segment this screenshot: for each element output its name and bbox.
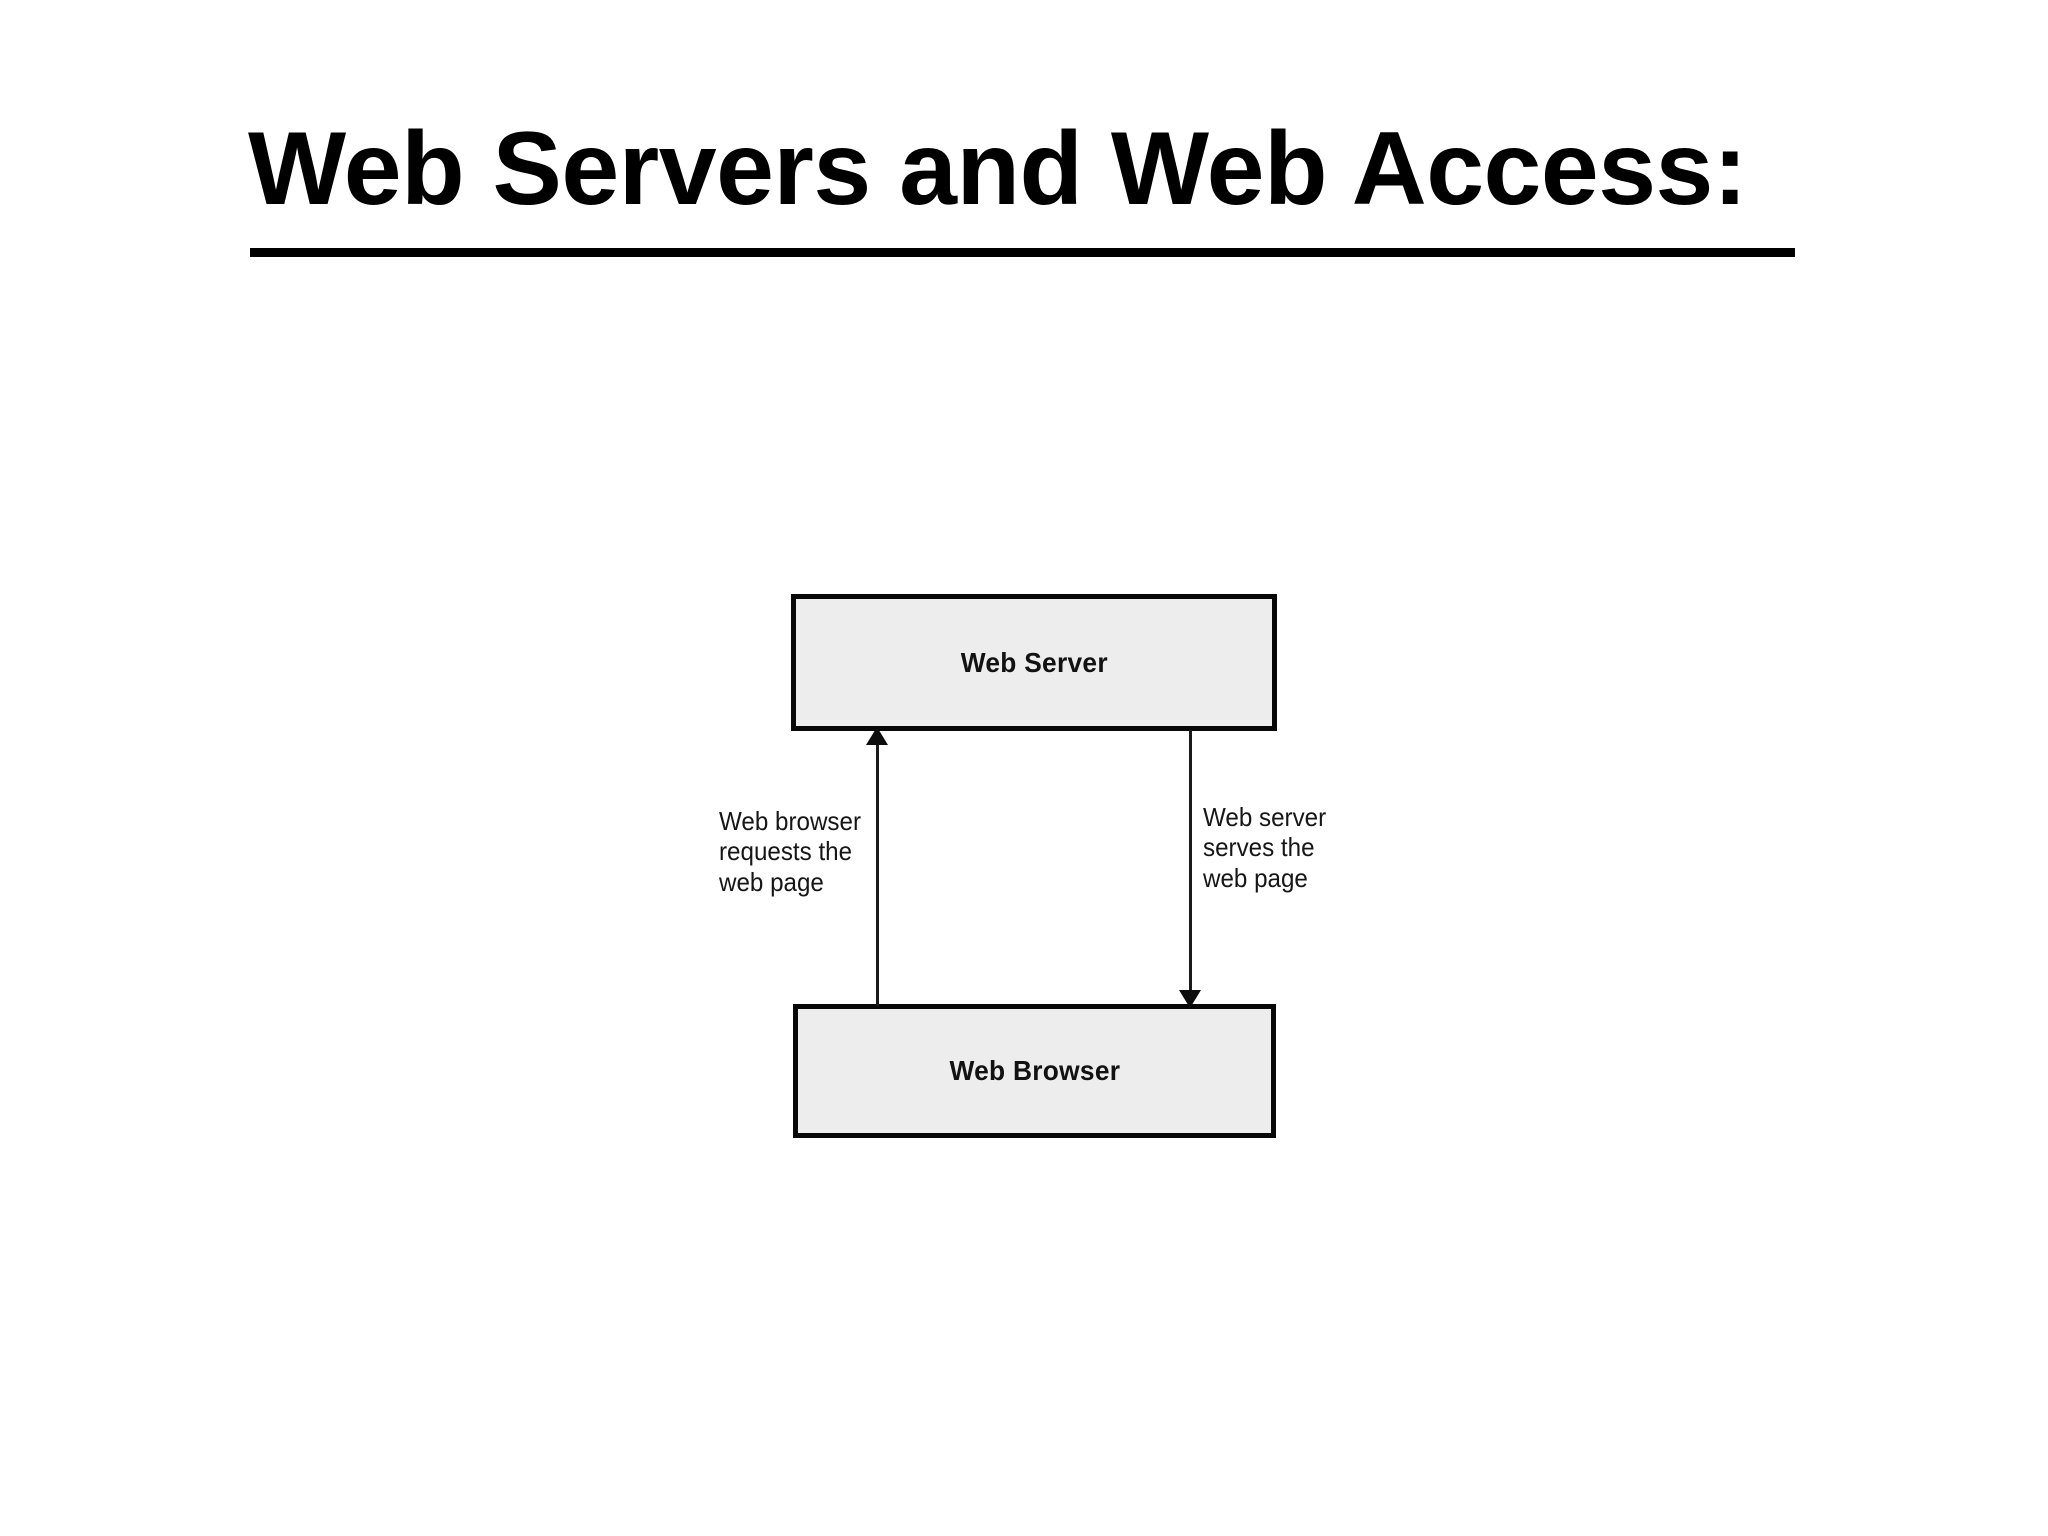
web-access-diagram: Web Server Web Browser Web browser reque…: [680, 570, 1360, 1170]
diagram-node-web-browser: Web Browser: [793, 1004, 1276, 1138]
page-title: Web Servers and Web Access:: [248, 111, 1748, 227]
arrow-request-caption-line-1: Web browser: [719, 806, 861, 836]
diagram-node-web-server: Web Server: [791, 594, 1277, 731]
arrow-request-caption-line-3: web page: [719, 866, 824, 897]
arrow-response-caption: Web server serves the web page: [1203, 802, 1326, 893]
arrow-response-caption-line-2: serves the: [1203, 832, 1315, 863]
arrow-request-caption-line-2: requests the: [719, 836, 853, 867]
diagram-node-web-browser-label: Web Browser: [949, 1055, 1120, 1086]
arrow-up-icon: [866, 727, 888, 745]
arrow-response-line: [1189, 730, 1192, 992]
title-underline: [250, 248, 1795, 257]
arrow-down-icon: [1179, 990, 1201, 1008]
arrow-response-caption-line-1: Web server: [1203, 802, 1327, 832]
arrow-request-caption: Web browser requests the web page: [719, 806, 861, 897]
diagram-node-web-server-label: Web Server: [960, 646, 1108, 678]
arrow-response-caption-line-3: web page: [1203, 862, 1308, 893]
arrow-request-line: [876, 740, 879, 1006]
